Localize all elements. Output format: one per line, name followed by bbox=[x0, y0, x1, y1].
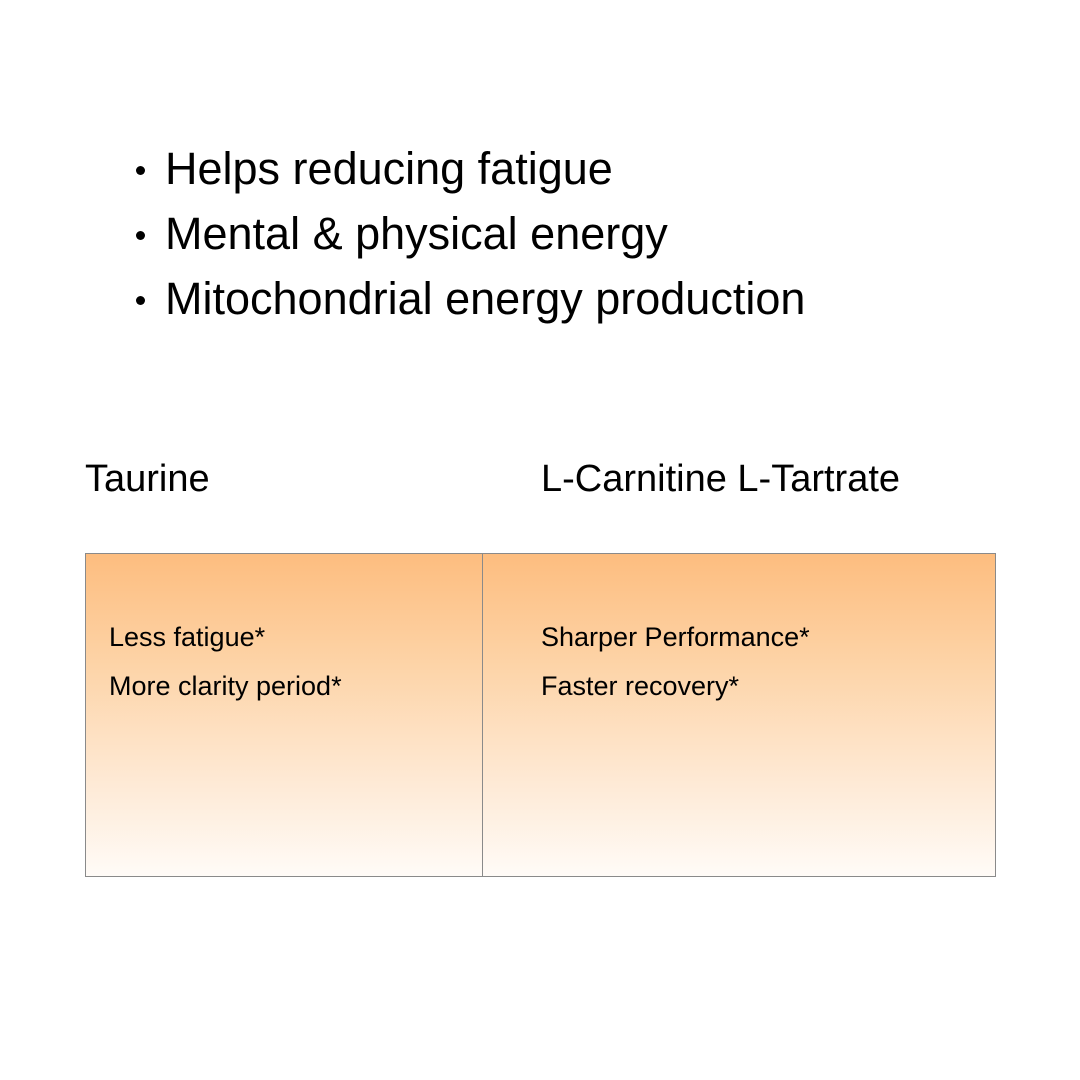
benefit-bullet-list: Helps reducing fatigue Mental & physical… bbox=[132, 136, 805, 331]
bullet-text: Helps reducing fatigue bbox=[165, 143, 613, 194]
benefit-text: More clarity period* bbox=[109, 671, 342, 701]
benefit-text: Less fatigue* bbox=[109, 622, 266, 652]
carnitine-benefits-box: Sharper Performance* Faster recovery* bbox=[482, 553, 996, 877]
bullet-item: Mitochondrial energy production bbox=[132, 266, 805, 331]
taurine-heading: Taurine bbox=[85, 458, 210, 500]
bullet-dot-icon bbox=[136, 296, 145, 305]
benefit-text: Faster recovery* bbox=[541, 671, 740, 701]
benefit-text: Sharper Performance* bbox=[541, 622, 810, 652]
bullet-dot-icon bbox=[136, 166, 145, 175]
carnitine-heading: L-Carnitine L-Tartrate bbox=[541, 458, 901, 500]
bullet-text: Mental & physical energy bbox=[165, 208, 668, 259]
taurine-benefits-box: Less fatigue* More clarity period* bbox=[85, 553, 483, 877]
bullet-item: Helps reducing fatigue bbox=[132, 136, 805, 201]
bullet-dot-icon bbox=[136, 231, 145, 240]
bullet-item: Mental & physical energy bbox=[132, 201, 805, 266]
bullet-text: Mitochondrial energy production bbox=[165, 273, 806, 324]
